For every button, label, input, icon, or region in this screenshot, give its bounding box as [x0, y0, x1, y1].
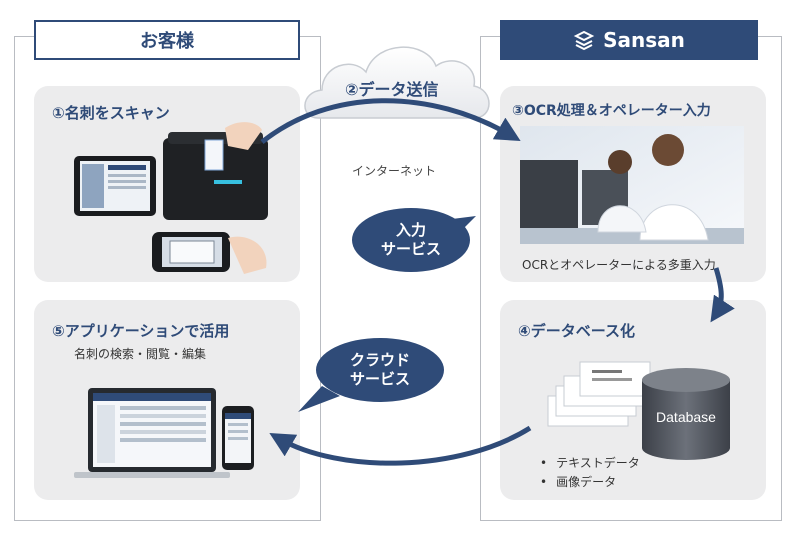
scan-title: ①名刺をスキャン — [52, 104, 170, 122]
sansan-header: Sansan — [500, 20, 758, 60]
cloud-bubble-tail — [298, 386, 340, 412]
cloud-service-line2: サービス — [349, 370, 410, 388]
database-label: Database — [656, 409, 716, 425]
cloud-service-line1: クラウド — [349, 351, 410, 370]
input-service-line2: サービス — [380, 240, 441, 258]
phone-app-icon — [222, 406, 254, 470]
data-transfer-title: ②データ送信 — [345, 80, 439, 99]
customer-header: お客様 — [34, 20, 300, 60]
database-bullets: テキストデータ 画像データ — [540, 454, 640, 492]
app-title: ⑤アプリケーションで活用 — [52, 322, 230, 340]
flow-arrow-to-database — [710, 267, 735, 323]
sansan-logo-icon — [573, 30, 595, 51]
operators-photo — [520, 126, 744, 244]
cloud-icon — [304, 46, 490, 119]
scanner-icon — [163, 122, 268, 220]
bullet-item: テキストデータ — [540, 454, 640, 473]
input-service-line1: 入力 — [395, 221, 426, 240]
bullet-item: 画像データ — [540, 473, 640, 492]
cloud-service-bubble: クラウド サービス — [316, 338, 444, 402]
flow-arrow-to-app — [269, 425, 532, 466]
ocr-title: ③OCR処理＆オペレーター入力 — [512, 103, 711, 119]
tablet-icon — [74, 156, 156, 216]
database-icon: Database — [642, 368, 730, 460]
customer-header-label: お客様 — [140, 31, 194, 52]
database-title: ④データベース化 — [518, 322, 635, 340]
input-service-bubble: 入力 サービス — [352, 208, 470, 272]
laptop-app-icon — [74, 388, 230, 478]
smartphone-scan-icon — [152, 232, 267, 274]
internet-caption: インターネット — [352, 164, 437, 178]
business-cards-icon — [547, 361, 651, 427]
flow-arrow-to-ocr — [260, 98, 521, 144]
sansan-header-label: Sansan — [603, 28, 685, 52]
ocr-caption: OCRとオペレーターによる多重入力 — [522, 258, 716, 272]
app-subtitle: 名刺の検索・閲覧・編集 — [74, 347, 207, 361]
